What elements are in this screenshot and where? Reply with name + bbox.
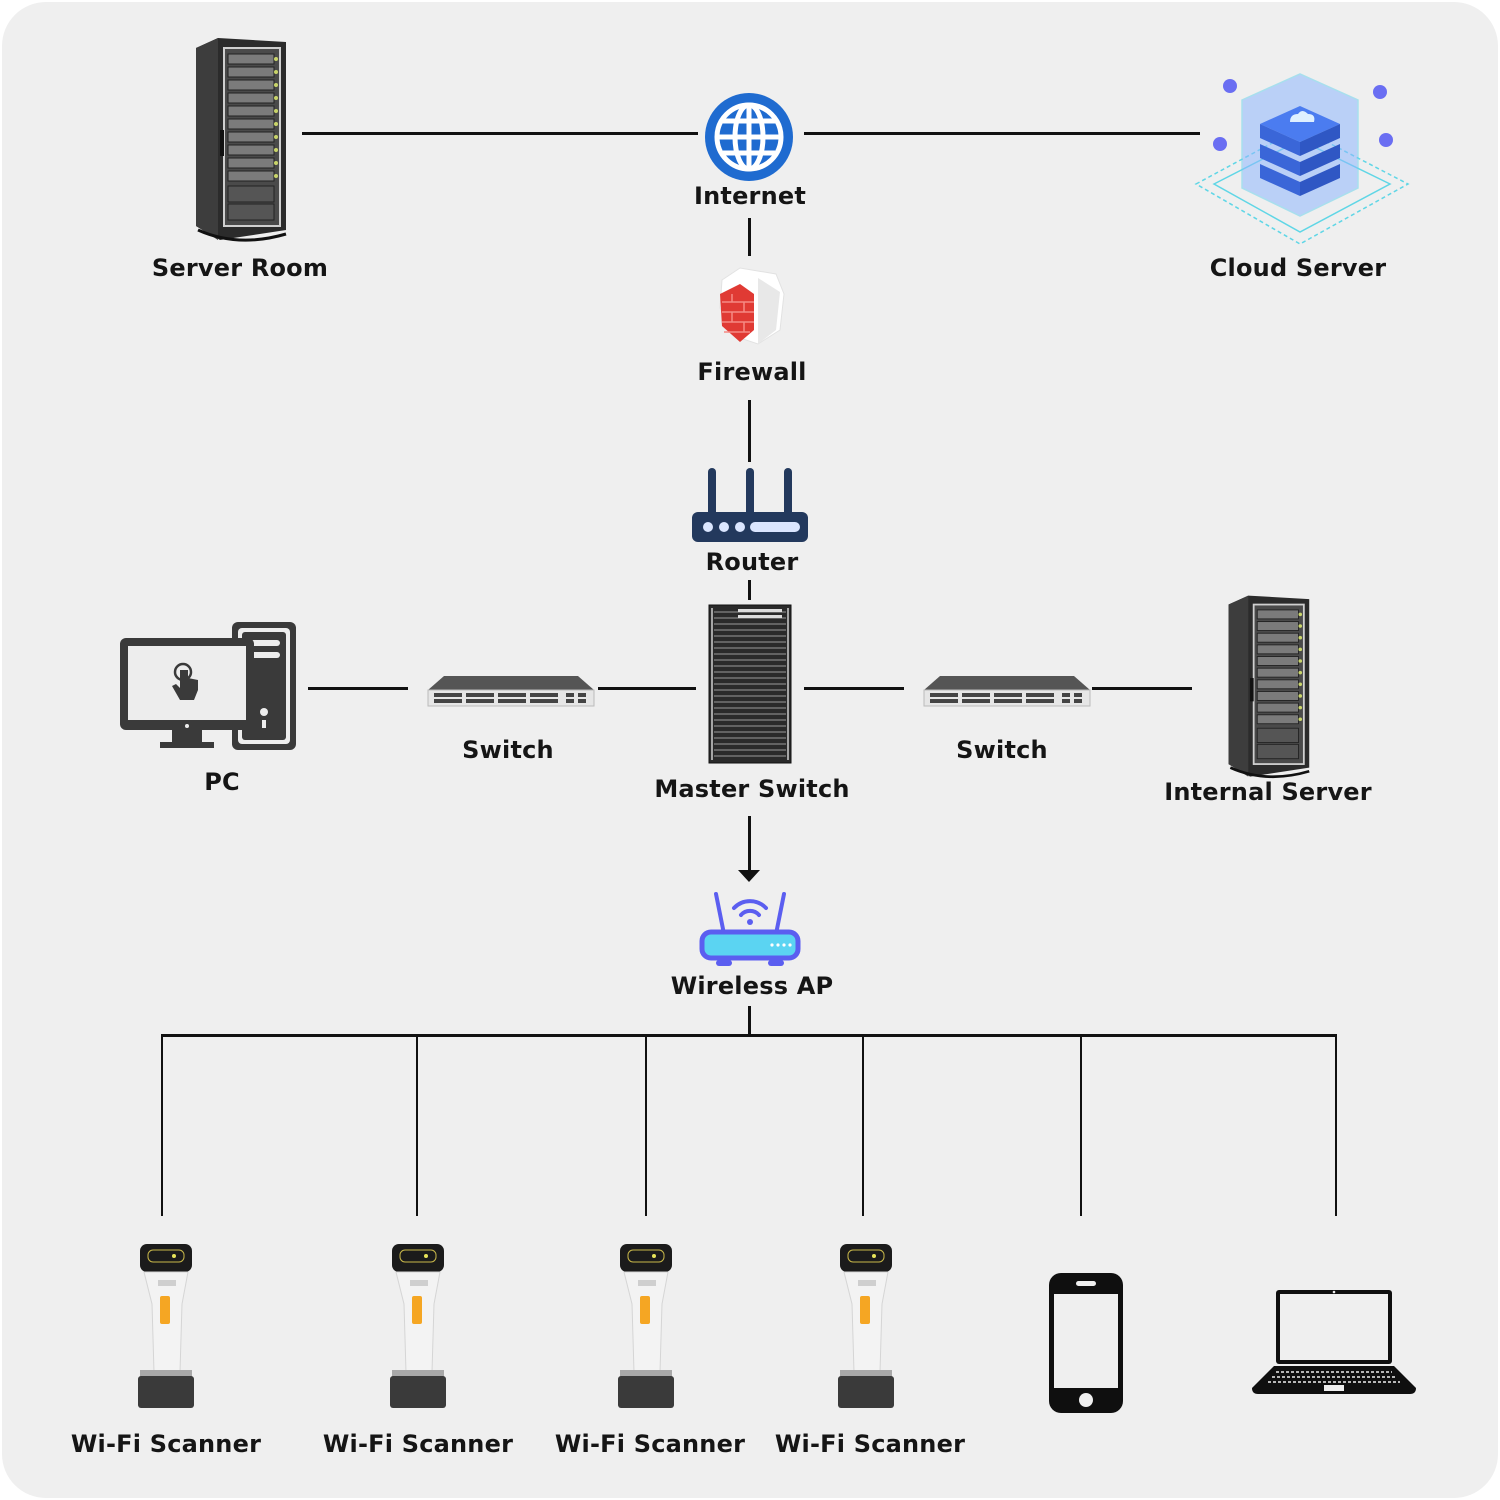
label-cloud-server: Cloud Server <box>1209 254 1387 282</box>
server-rack-icon <box>196 38 287 242</box>
node-router[interactable] <box>690 466 810 546</box>
master-switch-rack-icon <box>708 604 792 764</box>
node-cloud-server[interactable] <box>1190 70 1412 248</box>
edge-drop-6 <box>1335 1034 1337 1216</box>
node-wifi-scanner-1[interactable] <box>136 1242 196 1412</box>
barcode-scanner-icon <box>138 1244 194 1408</box>
edge-ap-bus <box>161 1034 1337 1037</box>
label-switch-right: Switch <box>956 736 1048 764</box>
firewall-shield-icon <box>719 267 785 345</box>
laptop-icon <box>1252 1290 1416 1394</box>
edge-drop-5 <box>1080 1034 1082 1216</box>
edge-master-switch-wireless-ap <box>748 816 751 872</box>
edge-ap-bus-stem <box>748 1006 751 1036</box>
node-internet[interactable] <box>704 92 794 182</box>
edge-drop-2 <box>416 1034 418 1216</box>
label-server-room: Server Room <box>151 254 329 282</box>
node-pc[interactable] <box>118 620 298 754</box>
node-wifi-scanner-3[interactable] <box>616 1242 676 1412</box>
desktop-pc-icon <box>120 622 296 750</box>
edge-pc-switch <box>308 687 408 690</box>
network-switch-icon <box>427 676 595 707</box>
label-internal-server: Internal Server <box>1164 778 1372 806</box>
barcode-scanner-icon <box>838 1244 894 1408</box>
edge-drop-4 <box>862 1034 864 1216</box>
edge-server-room-internet <box>302 132 698 135</box>
cloud-server-icon <box>1194 73 1410 245</box>
edge-master-switch-switch <box>804 687 904 690</box>
network-switch-icon <box>923 676 1091 707</box>
edge-switch-master-switch <box>598 687 696 690</box>
node-smartphone[interactable] <box>1048 1272 1124 1414</box>
edge-drop-1 <box>161 1034 163 1216</box>
wireless-ap-icon <box>699 892 801 966</box>
node-firewall[interactable] <box>714 264 786 348</box>
edge-firewall-router <box>748 400 751 462</box>
edge-internet-cloud-server <box>804 132 1200 135</box>
label-internet: Internet <box>693 182 807 210</box>
edge-drop-3 <box>645 1034 647 1216</box>
barcode-scanner-icon <box>618 1244 674 1408</box>
edge-router-master-switch <box>748 580 751 600</box>
label-pc: PC <box>204 768 240 796</box>
label-wifi-scanner-4: Wi-Fi Scanner <box>774 1430 966 1458</box>
arrowhead-icon <box>738 870 760 882</box>
node-wifi-scanner-4[interactable] <box>836 1242 896 1412</box>
node-wireless-ap[interactable] <box>698 890 802 970</box>
node-laptop[interactable] <box>1250 1288 1418 1396</box>
node-switch-left[interactable] <box>426 674 596 714</box>
barcode-scanner-icon <box>390 1244 446 1408</box>
label-switch-left: Switch <box>462 736 554 764</box>
smartphone-icon <box>1049 1273 1123 1413</box>
label-router: Router <box>705 548 799 576</box>
node-internal-server[interactable] <box>1220 592 1316 782</box>
label-master-switch: Master Switch <box>654 775 850 803</box>
label-wifi-scanner-3: Wi-Fi Scanner <box>554 1430 746 1458</box>
node-wifi-scanner-2[interactable] <box>388 1242 448 1412</box>
node-server-room[interactable] <box>188 34 292 246</box>
router-icon <box>692 468 808 542</box>
globe-icon <box>705 93 793 181</box>
node-switch-right[interactable] <box>922 674 1092 714</box>
label-firewall: Firewall <box>697 358 807 386</box>
label-wifi-scanner-2: Wi-Fi Scanner <box>322 1430 514 1458</box>
label-wifi-scanner-1: Wi-Fi Scanner <box>70 1430 262 1458</box>
node-master-switch[interactable] <box>708 604 792 764</box>
server-rack-icon <box>1228 595 1310 779</box>
edge-switch-internal-server <box>1092 687 1192 690</box>
label-wireless-ap: Wireless AP <box>670 972 834 1000</box>
edge-internet-firewall <box>748 218 751 256</box>
